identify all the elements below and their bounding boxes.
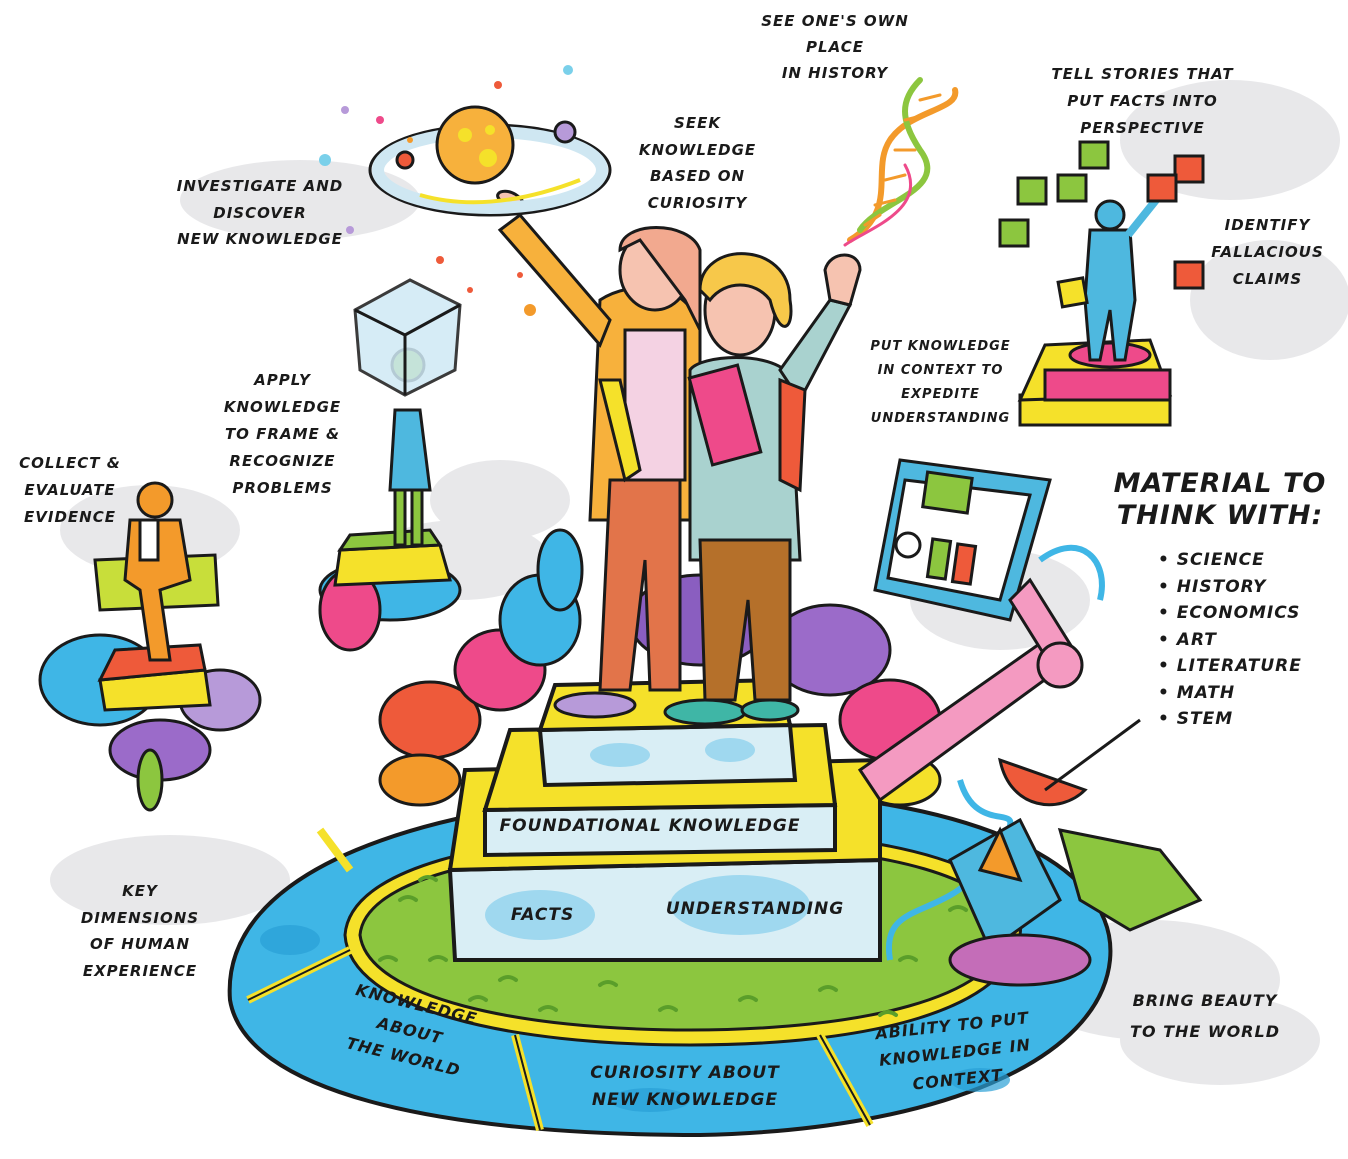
label-own-place: See one's own place in history [745,8,925,86]
label-apply: Apply knowledge to frame & recognize pro… [210,367,355,502]
label-tell-stories: Tell stories that put facts into perspec… [1030,61,1255,142]
sparkle-dots [319,65,573,316]
label-line: to the world [1130,1022,1280,1041]
material-item: Art [1158,627,1302,654]
label-line: new knowledge [591,1090,779,1110]
label-line: recognize [229,452,336,470]
label-line: in history [781,64,889,82]
label-line: Understanding [665,899,845,919]
label-line: knowledge [638,140,757,159]
label-line: understanding [870,411,1011,426]
label-line: put facts into [1067,92,1218,110]
label-put-context: Put knowledge in context to expedite und… [858,335,1023,431]
label-line: Tell stories that [1051,65,1234,83]
satellite-dish [948,718,1203,987]
pedestal-facts-label: Facts [495,905,590,926]
label-line: experience [82,961,198,980]
label-line: Identify [1224,216,1311,234]
material-item: economics [1158,600,1302,627]
label-line: Investigate and [176,177,344,195]
label-line: Curiosity about [590,1063,780,1083]
label-line: See one's own [761,12,909,30]
label-line: Apply [254,371,311,389]
ring-segment-curiosity: Curiosity about new knowledge [570,1060,800,1114]
label-line: Collect & [19,454,121,472]
label-line: problems [232,479,333,497]
label-line: dimensions [80,908,200,927]
label-key-dimensions: Key dimensions of human experience [65,878,215,984]
label-line: fallacious [1211,243,1324,261]
label-line: Facts [510,905,575,925]
label-seek-knowledge: Seek knowledge based on curiosity [625,110,770,216]
label-identify: Identify fallacious claims [1200,212,1335,293]
label-line: to frame & [224,425,341,443]
label-line: Bring beauty [1132,991,1278,1010]
material-item: history [1158,574,1302,601]
dna-illustration [843,77,959,247]
crane-arm [857,544,1105,961]
collect-evidence-figure [38,481,262,812]
material-list: Science history economics Art Literature… [1158,547,1302,733]
label-line: evaluate [24,481,116,499]
label-line: evidence [24,508,116,526]
label-line: curiosity [647,193,748,212]
label-line: based on [649,167,746,185]
label-line: place [806,38,864,56]
storyteller-figure [998,140,1205,427]
material-heading: Material To Think With: [1105,468,1335,533]
label-investigate: Investigate and discover new knowledge [160,173,360,253]
tablet-illustration [873,458,1052,622]
planet-illustration [368,105,612,217]
label-line: Key [122,882,158,900]
main-figures [496,189,862,726]
label-line: in context to [877,363,1004,378]
label-line: Foundational knowledge [499,816,801,836]
apply-knowledge-figure [318,278,462,652]
label-bring-beauty: Bring beauty to the world [1115,985,1295,1047]
label-line: knowledge [223,398,342,416]
label-line: claims [1232,270,1303,288]
label-line: perspective [1080,119,1205,137]
label-line: expedite [901,387,980,402]
label-collect: Collect & evaluate evidence [5,450,135,531]
label-line: Put knowledge [870,339,1011,354]
label-line: Seek [674,114,721,132]
material-item: math [1158,680,1302,707]
material-item: Literature [1158,653,1302,680]
material-item: Science [1158,547,1302,574]
pedestal-understanding-label: Understanding [665,899,845,920]
pedestal-middle-label: Foundational knowledge [490,816,810,837]
material-item: STEM [1158,706,1302,733]
heading-line: Think With: [1116,500,1324,532]
heading-line: Material To [1113,468,1327,499]
label-line: discover [213,203,307,222]
label-line: new knowledge [177,230,343,248]
label-line: of human [89,935,191,953]
